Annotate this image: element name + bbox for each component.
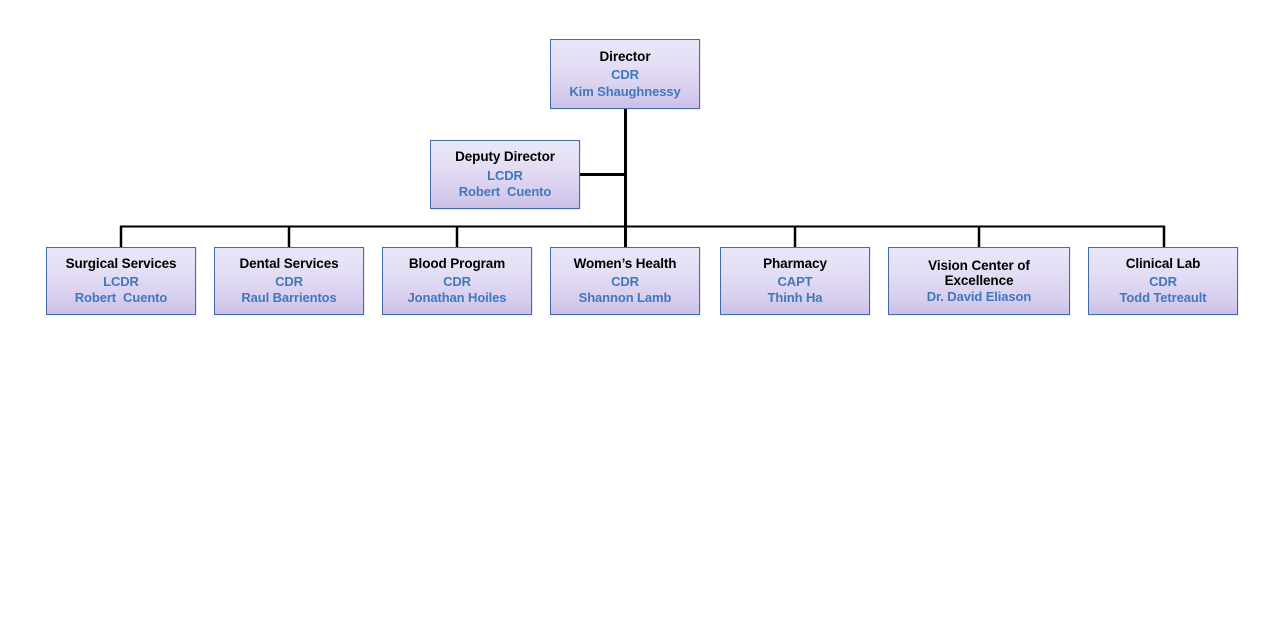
node-pharmacy-title: Pharmacy xyxy=(763,256,827,272)
node-pharmacy-rank: CAPT xyxy=(777,273,813,289)
node-surgical-services-person: Robert Cuento xyxy=(74,290,168,306)
node-womens-health[interactable]: Women’s Health CDR Shannon Lamb xyxy=(550,247,700,315)
node-director[interactable]: Director CDR Kim Shaughnessy xyxy=(550,39,700,109)
node-blood-program[interactable]: Blood Program CDR Jonathan Hoiles xyxy=(382,247,532,315)
node-vision-center-of-excellence[interactable]: Vision Center of Excellence Dr. David El… xyxy=(888,247,1070,315)
node-clinical-lab-rank: CDR xyxy=(1149,273,1177,289)
node-dental-services-rank: CDR xyxy=(275,273,303,289)
node-clinical-lab[interactable]: Clinical Lab CDR Todd Tetreault xyxy=(1088,247,1238,315)
node-dental-services-person: Raul Barrientos xyxy=(241,290,337,306)
node-clinical-lab-title: Clinical Lab xyxy=(1125,256,1201,272)
node-womens-health-title: Women’s Health xyxy=(573,256,677,272)
node-deputy-director-title: Deputy Director xyxy=(455,149,555,165)
node-womens-health-person: Shannon Lamb xyxy=(578,290,672,306)
node-vision-center-of-excellence-title: Vision Center of Excellence xyxy=(928,257,1030,288)
node-director-title: Director xyxy=(599,48,651,64)
node-vision-center-of-excellence-person: Dr. David Eliason xyxy=(926,288,1032,304)
node-director-rank: CDR xyxy=(611,67,639,82)
node-dental-services-title: Dental Services xyxy=(239,256,339,272)
node-womens-health-rank: CDR xyxy=(611,273,639,289)
node-deputy-director-person: Robert Cuento xyxy=(458,184,552,200)
node-dental-services[interactable]: Dental Services CDR Raul Barrientos xyxy=(214,247,364,315)
node-clinical-lab-person: Todd Tetreault xyxy=(1119,290,1207,306)
node-pharmacy[interactable]: Pharmacy CAPT Thinh Ha xyxy=(720,247,870,315)
node-blood-program-title: Blood Program xyxy=(408,256,506,272)
node-pharmacy-person: Thinh Ha xyxy=(767,290,823,306)
node-surgical-services-title: Surgical Services xyxy=(65,256,177,272)
node-surgical-services[interactable]: Surgical Services LCDR Robert Cuento xyxy=(46,247,196,315)
node-blood-program-person: Jonathan Hoiles xyxy=(407,290,507,306)
node-blood-program-rank: CDR xyxy=(443,273,471,289)
node-surgical-services-rank: LCDR xyxy=(103,273,139,289)
node-deputy-director-rank: LCDR xyxy=(487,167,523,183)
node-director-person: Kim Shaughnessy xyxy=(569,83,681,99)
node-deputy-director[interactable]: Deputy Director LCDR Robert Cuento xyxy=(430,140,580,209)
